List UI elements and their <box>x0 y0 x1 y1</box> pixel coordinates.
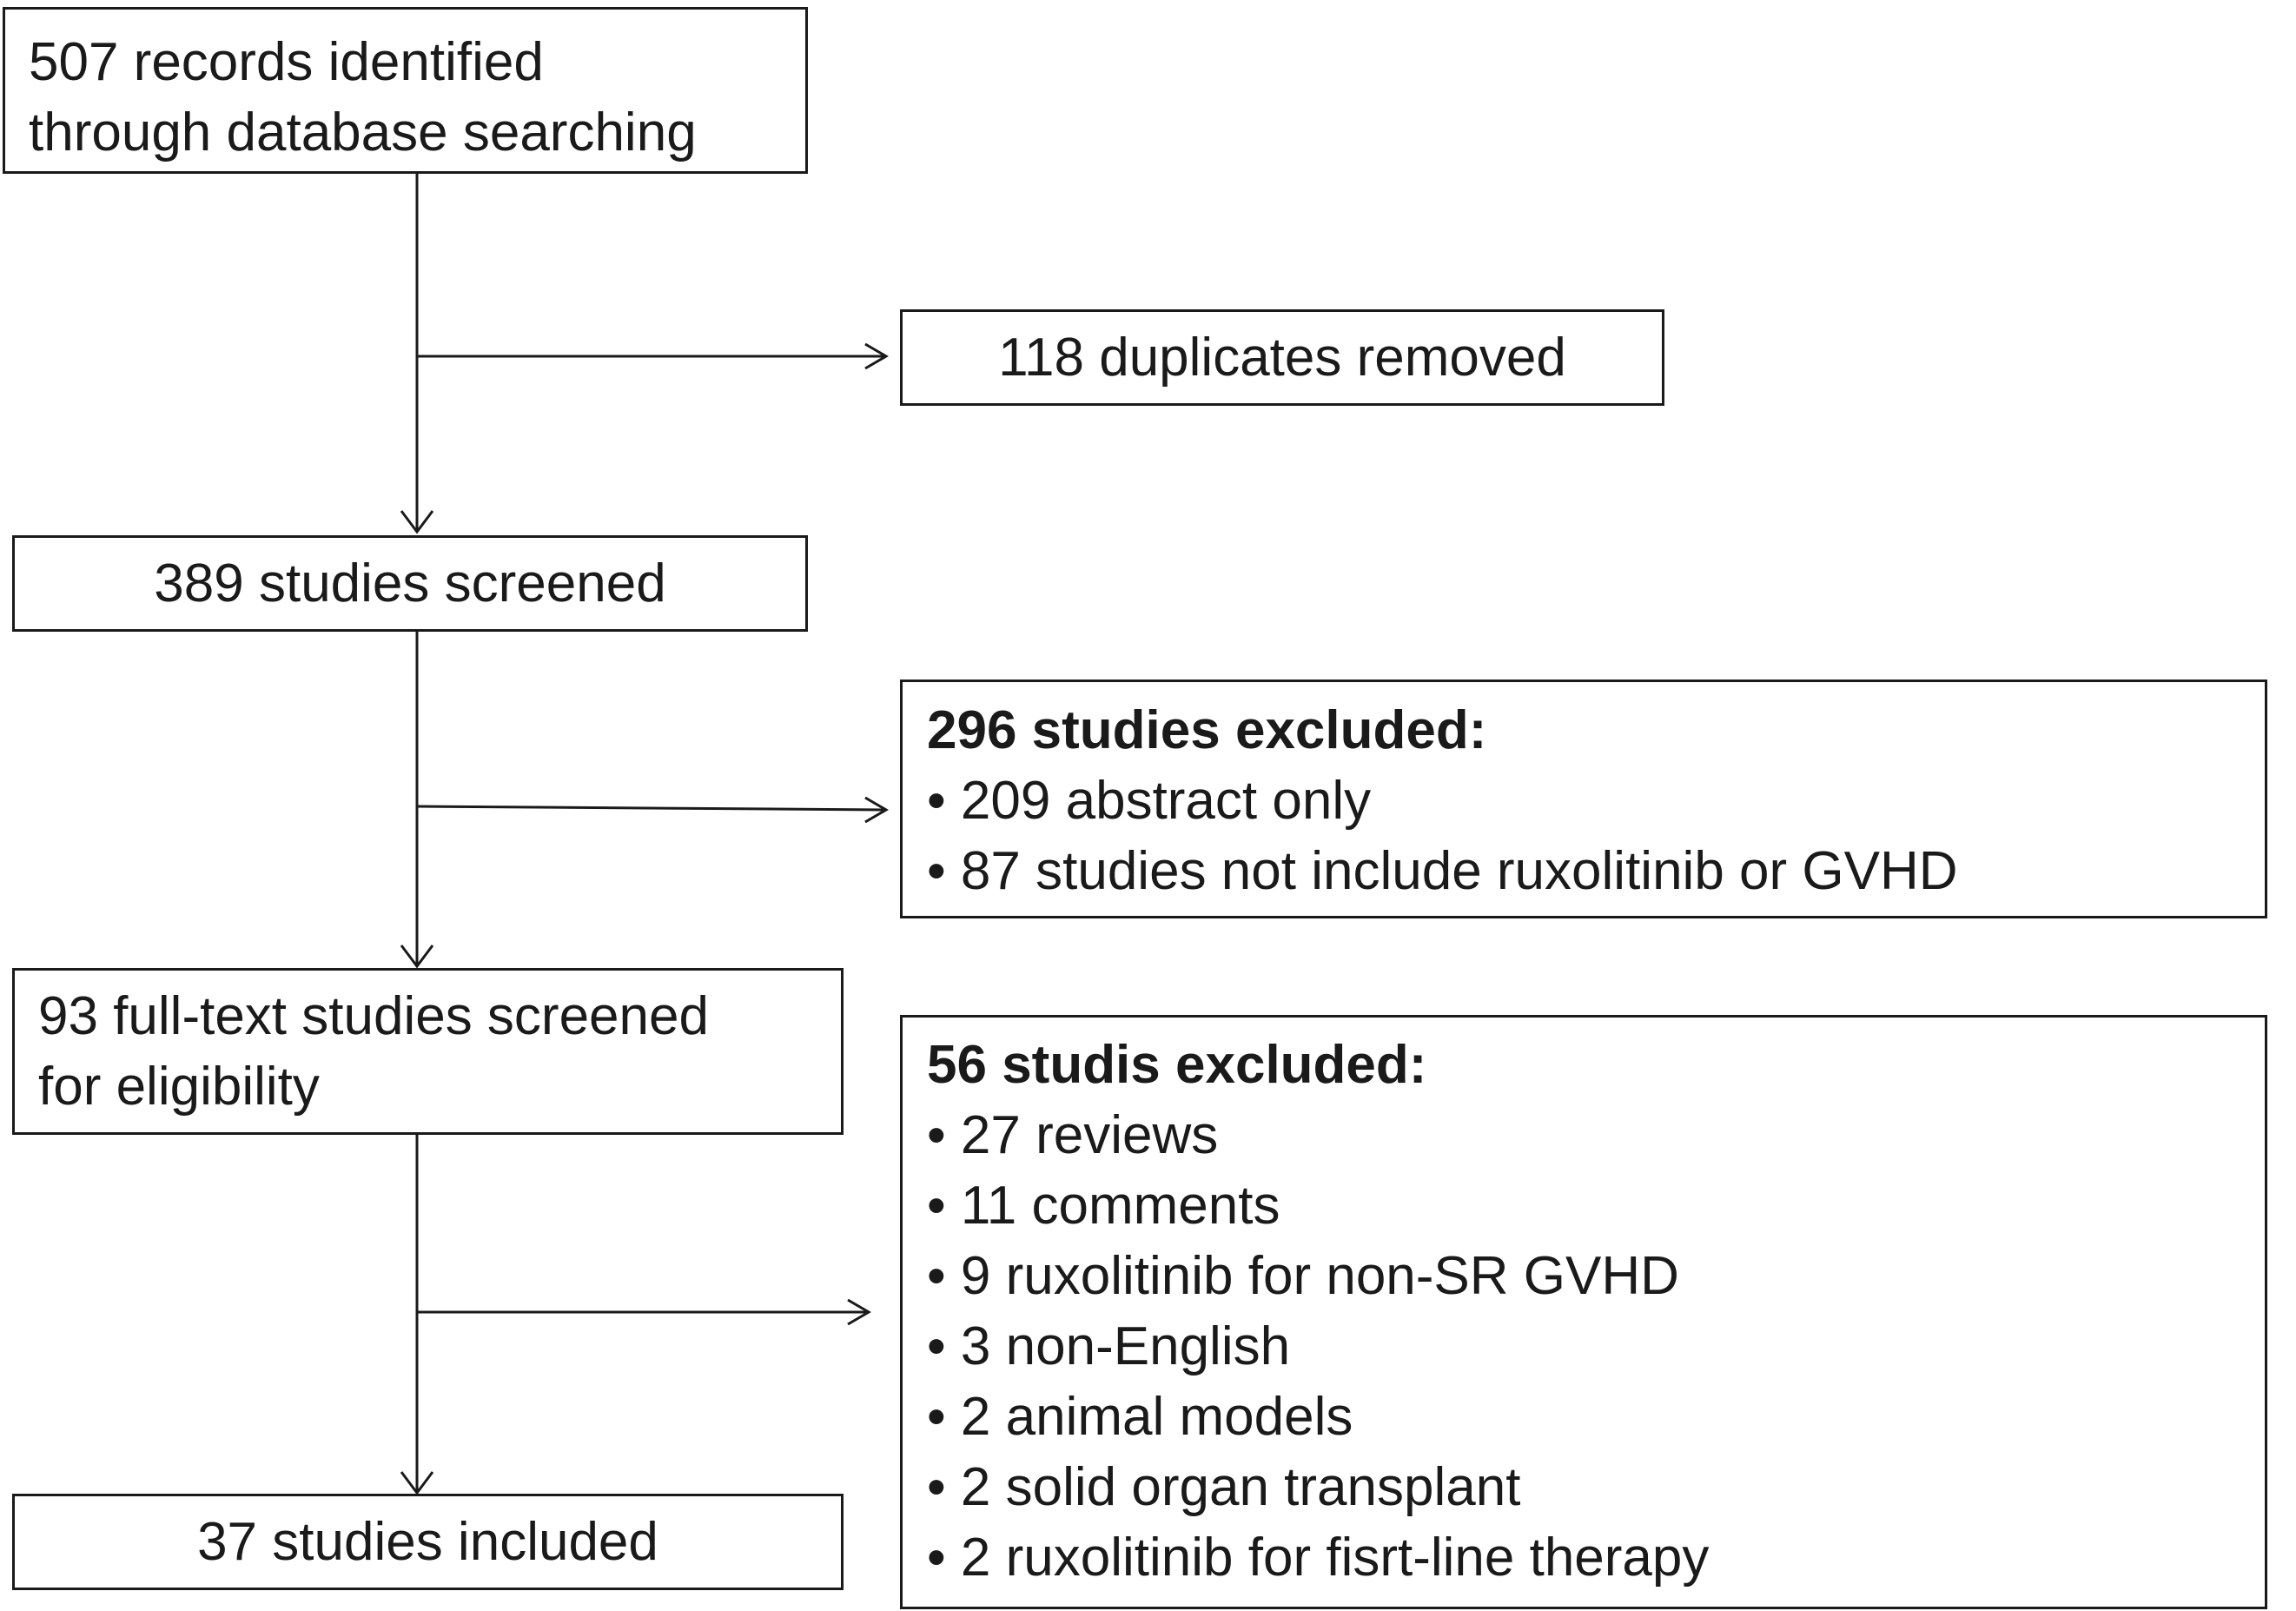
excluded1-title: 296 studies excluded: <box>927 700 1487 760</box>
fulltext-line-1: 93 full-text studies screened <box>38 986 709 1046</box>
excluded2-item: • 3 non-English <box>927 1316 1291 1376</box>
duplicates-box: 118 duplicates removed <box>900 309 1664 406</box>
arrowhead-fulltext <box>400 945 434 969</box>
included-text: 37 studies included <box>197 1512 658 1572</box>
included-box: 37 studies included <box>12 1494 844 1590</box>
excluded2-item: • 9 ruxolitinib for non-SR GVHD <box>927 1246 1679 1306</box>
excluded1-item: • 209 abstract only <box>927 771 1372 831</box>
arrowhead-included <box>400 1471 434 1495</box>
fulltext-box: 93 full-text studies screened for eligib… <box>12 968 844 1135</box>
arrowhead-excluded2 <box>847 1298 871 1326</box>
identified-line-2: through database searching <box>29 103 697 162</box>
excluded2-item: • 2 animal models <box>927 1387 1353 1447</box>
excluded2-item: • 2 ruxolitinib for fisrt-line therapy <box>927 1528 1710 1588</box>
arrowhead-excluded1 <box>864 796 889 824</box>
screened-box: 389 studies screened <box>12 535 808 632</box>
excluded2-item: • 11 comments <box>927 1176 1280 1236</box>
arrowhead-screened <box>400 510 434 534</box>
duplicates-text: 118 duplicates removed <box>998 328 1566 388</box>
excluded2-box: 56 studis excluded: • 27 reviews • 11 co… <box>900 1015 2267 1609</box>
excluded1-box: 296 studies excluded: • 209 abstract onl… <box>900 680 2267 918</box>
excluded1-item: • 87 studies not include ruxolitinib or … <box>927 841 1958 901</box>
excluded2-title: 56 studis excluded: <box>927 1035 1427 1095</box>
identified-box: 507 records identified through database … <box>3 7 808 174</box>
arrowhead-duplicates <box>864 342 889 370</box>
screened-text: 389 studies screened <box>154 554 666 613</box>
fulltext-line-2: for eligibility <box>38 1057 320 1117</box>
excluded2-item: • 27 reviews <box>927 1105 1219 1165</box>
arrow-to-excluded1 <box>416 805 887 812</box>
excluded2-item: • 2 solid organ transplant <box>927 1457 1521 1517</box>
identified-line-1: 507 records identified <box>29 32 544 92</box>
